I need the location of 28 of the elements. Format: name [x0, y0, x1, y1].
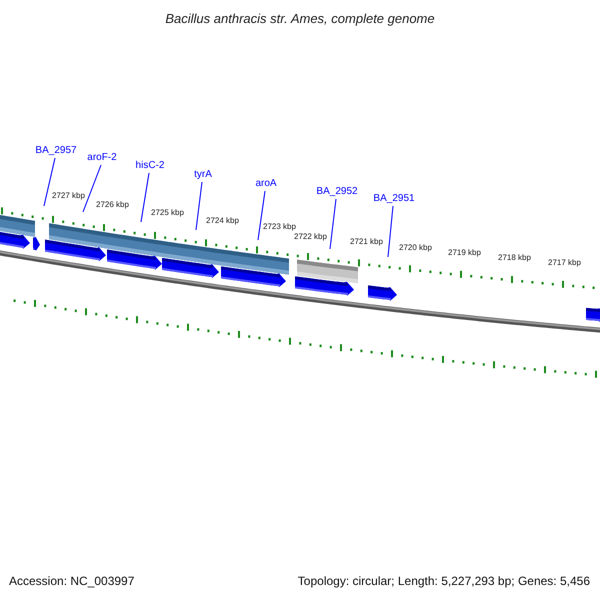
scale-label: 2720 kbp [399, 243, 432, 253]
gene-name: BA_2957 [35, 145, 77, 157]
scale-label: 2727 kbp [52, 191, 85, 201]
gene-name: aroF-2 [87, 152, 117, 164]
title: Bacillus anthracis str. Ames, complete genome [165, 10, 435, 28]
gene-name: aroA [255, 178, 277, 190]
gene-name: tyrA [194, 169, 212, 181]
leader-line [82, 164, 102, 212]
scale-label: 2723 kbp [263, 222, 296, 232]
leader-line [330, 198, 336, 250]
scale-label: 2722 kbp [294, 232, 327, 242]
scale-label: 2724 kbp [206, 216, 239, 226]
gene-name: BA_2951 [373, 193, 415, 205]
scale-label: 2719 kbp [448, 248, 481, 258]
leader-line [388, 206, 394, 258]
gene-name: hisC-2 [136, 160, 164, 172]
gene-name: BA_2952 [316, 186, 358, 198]
scale-label: 2726 kbp [96, 200, 129, 210]
leader-line [258, 190, 266, 240]
scale-label: 2718 kbp [498, 253, 531, 263]
leader-line [140, 172, 150, 222]
scale-label: 2721 kbp [350, 237, 383, 247]
scale-label: 2717 kbp [548, 258, 581, 268]
footer-text: Accession: NC_003997 [9, 574, 134, 588]
leader-line [44, 158, 56, 206]
footer-text: Topology: circular; Length: 5,227,293 bp; Genes: 5,456 [298, 574, 590, 588]
scale-label: 2725 kbp [151, 208, 184, 218]
leader-line [196, 182, 202, 230]
